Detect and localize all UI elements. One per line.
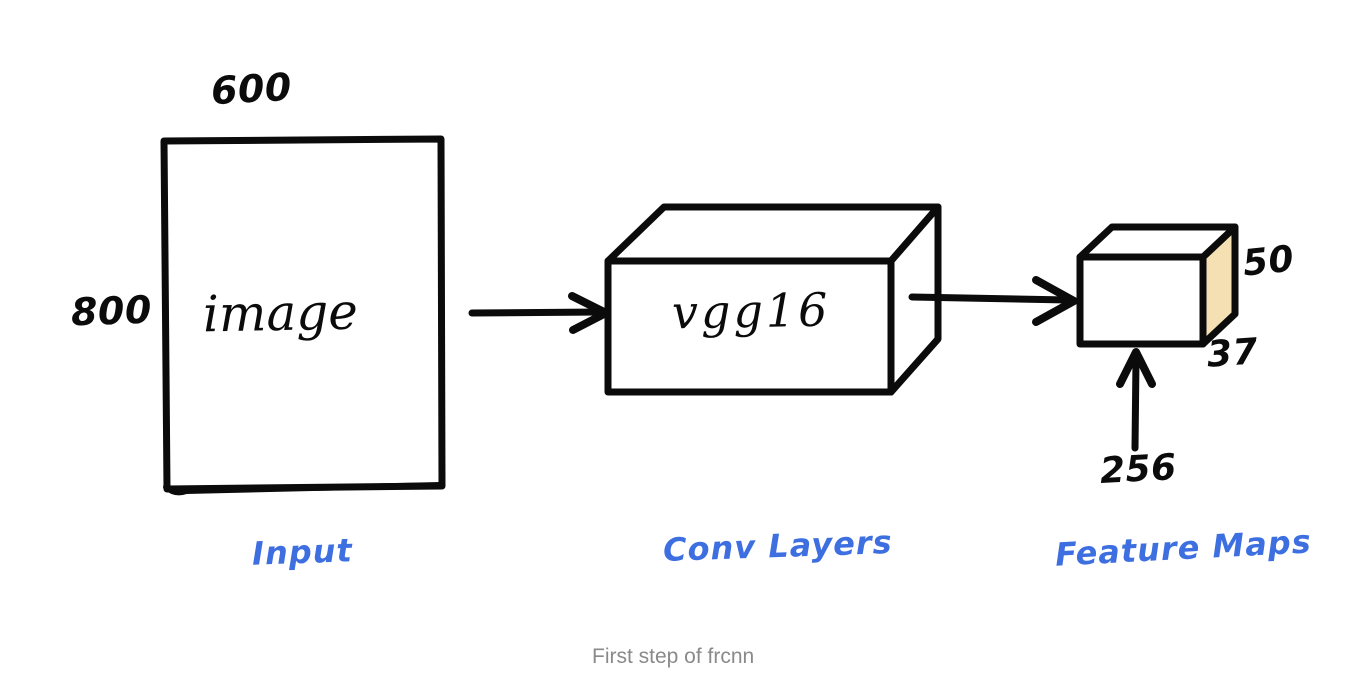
input-height-label: 800 — [70, 287, 153, 335]
feature-maps-height-label: 37 — [1205, 331, 1260, 376]
conv-inner-text: vgg16 — [671, 282, 831, 340]
conv-layers-cuboid — [604, 203, 942, 396]
feature-maps-cuboid — [1076, 223, 1239, 348]
feature-maps-depth-label: 256 — [1098, 447, 1178, 492]
input-width-label: 600 — [209, 64, 293, 114]
arrow-depth-callout — [1116, 348, 1156, 452]
arrow-conv-to-feature-maps — [908, 276, 1078, 326]
input-rectangle — [160, 135, 446, 496]
caption-conv-layers: Conv Layers — [662, 523, 894, 569]
caption-input: Input — [251, 531, 354, 573]
feature-maps-width-label: 50 — [1240, 238, 1297, 285]
arrow-input-to-conv — [468, 292, 610, 334]
figure-caption: First step of frcnn — [592, 645, 755, 668]
input-inner-text: image — [202, 282, 359, 344]
